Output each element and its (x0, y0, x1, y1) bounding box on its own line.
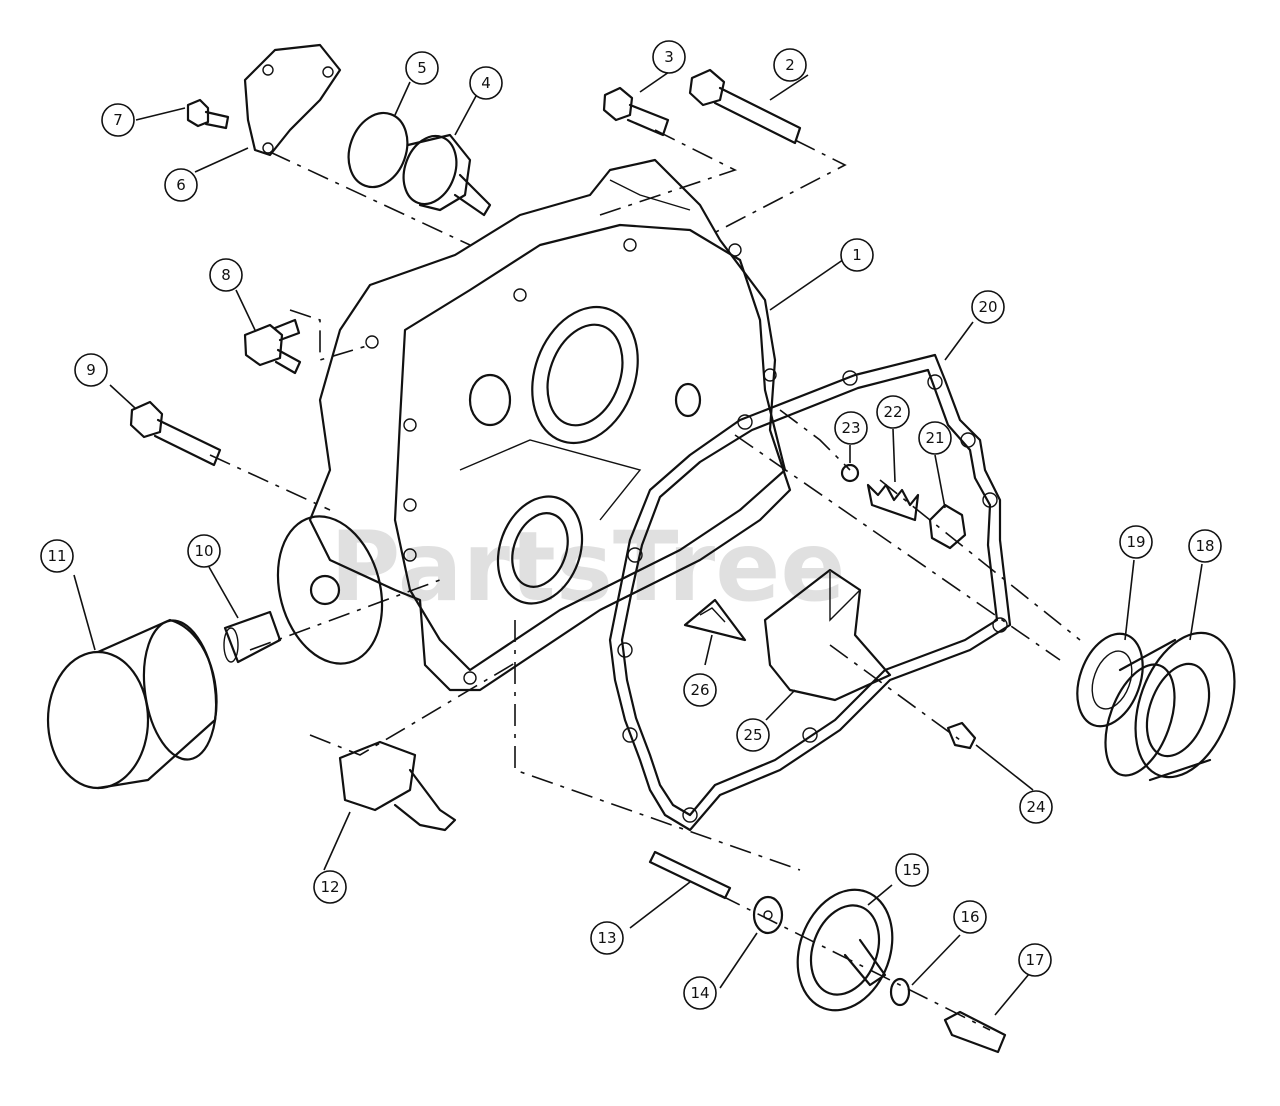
part-5-o-ring (347, 111, 409, 189)
svg-text:19: 19 (1126, 533, 1145, 551)
callout-3: 3 (652, 40, 686, 74)
leader-lines (73, 71, 1203, 1016)
callout-2: 2 (773, 48, 807, 82)
callout-9: 9 (74, 353, 108, 387)
callout-21: 21 (918, 421, 952, 455)
callout-24: 24 (1019, 790, 1053, 824)
part-16-washer (889, 977, 911, 1007)
svg-text:18: 18 (1195, 537, 1214, 555)
part-10-nipple (223, 610, 282, 664)
callout-22: 22 (876, 395, 910, 429)
part-17-pin (943, 1010, 1007, 1054)
svg-text:13: 13 (597, 929, 616, 947)
svg-text:4: 4 (481, 74, 491, 92)
svg-text:1: 1 (852, 246, 862, 264)
part-8-fitting (243, 318, 302, 375)
callout-14: 14 (683, 976, 717, 1010)
svg-text:21: 21 (925, 429, 944, 447)
callout-18: 18 (1188, 529, 1222, 563)
svg-text:2: 2 (785, 56, 795, 74)
callout-6: 6 (164, 168, 198, 202)
svg-text:8: 8 (221, 266, 231, 284)
svg-text:7: 7 (113, 111, 123, 129)
callout-7: 7 (101, 103, 135, 137)
part-2-bolt (688, 68, 802, 145)
callout-17: 17 (1018, 943, 1052, 977)
svg-text:3: 3 (664, 48, 674, 66)
callout-19: 19 (1119, 525, 1153, 559)
part-14-washer (752, 895, 784, 935)
part-21-retainer (928, 503, 967, 550)
svg-text:17: 17 (1025, 951, 1044, 969)
part-6-cover-plate (243, 43, 342, 157)
filter-mount-flange (276, 515, 384, 665)
callout-5: 5 (405, 51, 439, 85)
callout-4: 4 (469, 66, 503, 100)
svg-text:11: 11 (47, 547, 66, 565)
part-13-shaft (648, 850, 732, 900)
callout-1: 1 (840, 238, 874, 272)
svg-text:23: 23 (841, 419, 860, 437)
watermark: PartsTree (330, 511, 845, 623)
svg-text:10: 10 (194, 542, 213, 560)
svg-text:5: 5 (417, 59, 427, 77)
part-20-gasket (608, 353, 1012, 832)
part-12-pressure-switch (338, 740, 457, 832)
part-26-label (683, 598, 747, 642)
callout-8: 8 (209, 258, 243, 292)
part-23-ball (840, 463, 860, 483)
callout-20: 20 (971, 290, 1005, 324)
svg-text:12: 12 (320, 878, 339, 896)
part-1-crankcase-cover (308, 158, 792, 692)
svg-text:14: 14 (690, 984, 709, 1002)
part-15-gear (796, 888, 894, 1012)
callout-16: 16 (953, 900, 987, 934)
callout-23: 23 (834, 411, 868, 445)
part-11-oil-filter (46, 618, 218, 790)
svg-text:16: 16 (960, 908, 979, 926)
part-4-rotor (402, 133, 492, 217)
svg-text:22: 22 (883, 403, 902, 421)
svg-text:15: 15 (902, 861, 921, 879)
svg-text:9: 9 (86, 361, 96, 379)
part-22-spring (866, 483, 920, 522)
callouts: 1 2 3 4 5 6 7 8 9 10 11 12 13 14 15 16 1… (40, 40, 1222, 1010)
part-9-bolt (129, 400, 222, 467)
callout-11: 11 (40, 539, 74, 573)
part-25-breather (763, 568, 892, 702)
part-7-bolt (186, 98, 230, 130)
part-24-screw (946, 721, 977, 750)
callout-10: 10 (187, 534, 221, 568)
callout-13: 13 (590, 921, 624, 955)
svg-text:25: 25 (743, 726, 762, 744)
callout-15: 15 (895, 853, 929, 887)
svg-text:20: 20 (978, 298, 997, 316)
svg-text:6: 6 (176, 176, 186, 194)
svg-text:24: 24 (1026, 798, 1045, 816)
callout-26: 26 (683, 673, 717, 707)
part-19-seal (1076, 632, 1144, 728)
svg-text:26: 26 (690, 681, 709, 699)
callout-25: 25 (736, 718, 770, 752)
part-18-bearing (1104, 631, 1236, 782)
callout-12: 12 (313, 870, 347, 904)
part-3-bolt (602, 86, 670, 137)
